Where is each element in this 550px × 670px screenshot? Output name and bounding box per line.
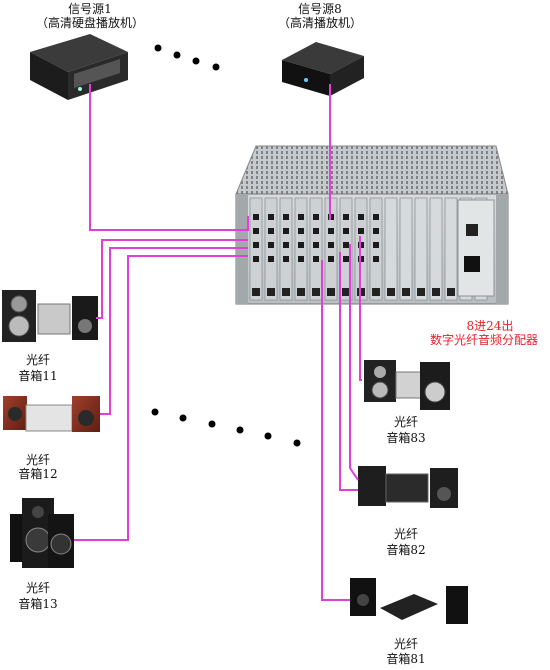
speaker-set-icon [364, 360, 450, 410]
slot-latch [267, 288, 275, 296]
optical-port [313, 242, 319, 248]
speaker-12-line2: 音箱12 [18, 467, 58, 481]
power-module [457, 199, 495, 297]
speaker-12-line1: 光纤 [25, 453, 50, 467]
speaker-set-icon [2, 290, 98, 342]
optical-port [313, 256, 319, 262]
power-switch [466, 224, 478, 236]
optical-port [268, 242, 274, 248]
source-1-name: 信号源1 [68, 2, 112, 16]
module-slot [369, 197, 383, 301]
player-8-icon [282, 42, 364, 96]
optical-cable [359, 236, 362, 381]
distributor-title-line1: 8进24出 [466, 319, 514, 333]
optical-port [313, 228, 319, 234]
speaker-81-line1: 光纤 [393, 637, 418, 651]
optical-cable [74, 255, 248, 541]
optical-cable [321, 260, 350, 601]
optical-port [283, 242, 289, 248]
optical-port [298, 256, 304, 262]
optical-port [268, 228, 274, 234]
speaker-13-line1: 光纤 [25, 581, 50, 595]
slot-latch [432, 288, 440, 296]
source-8-name: 信号源8 [298, 2, 342, 16]
module-slot [399, 197, 413, 301]
module-slot [444, 197, 458, 301]
optical-port [343, 256, 349, 262]
slot-latch [282, 288, 290, 296]
speaker-82-line1: 光纤 [393, 527, 418, 541]
speaker-set-icon [10, 498, 74, 568]
speaker-82-line2: 音箱82 [386, 543, 426, 557]
module-slot [294, 197, 308, 301]
speaker-83-line1: 光纤 [393, 415, 418, 429]
speaker-set-icon [3, 396, 100, 432]
optical-port [298, 242, 304, 248]
module-slot [279, 197, 293, 301]
speaker-81-line2: 音箱81 [386, 652, 426, 666]
slot-latch [447, 288, 455, 296]
optical-port [268, 256, 274, 262]
module-slot [429, 197, 443, 301]
source-8-desc: （高清播放机） [277, 16, 362, 30]
optical-port [253, 214, 259, 220]
module-slot [414, 197, 428, 301]
slot-latch [312, 288, 320, 296]
slot-latch [297, 288, 305, 296]
slot-latch [387, 288, 395, 296]
optical-port [343, 214, 349, 220]
speaker-83-line2: 音箱83 [386, 431, 426, 445]
distributor-title-line2: 数字光纤音频分配器 [429, 333, 538, 347]
optical-port [298, 228, 304, 234]
optical-cable [100, 247, 248, 415]
speaker-13-line2: 音箱13 [18, 597, 58, 611]
optical-cable [349, 244, 359, 481]
power-socket [464, 256, 480, 272]
player-1-icon [30, 34, 128, 100]
speaker-set-icon [350, 578, 468, 624]
slot-latch [402, 288, 410, 296]
optical-port [358, 214, 364, 220]
optical-port [358, 228, 364, 234]
optical-port [373, 242, 379, 248]
optical-port [328, 256, 334, 262]
slot-latch [252, 288, 260, 296]
optical-port [253, 228, 259, 234]
ellipsis-dots-icon [151, 408, 301, 447]
optical-port [343, 242, 349, 248]
module-slot [384, 197, 398, 301]
optical-cable [96, 239, 248, 319]
optical-port [373, 228, 379, 234]
optical-port [253, 256, 259, 262]
optical-port [328, 228, 334, 234]
speaker-11-line2: 音箱11 [18, 369, 58, 383]
module-slot [309, 197, 323, 301]
module-slot [249, 197, 263, 301]
slot-latch [342, 288, 350, 296]
optical-port [283, 228, 289, 234]
optical-port [283, 214, 289, 220]
optical-port [313, 214, 319, 220]
optical-cable [339, 252, 358, 491]
optical-port [253, 242, 259, 248]
ellipsis-dots-icon [154, 44, 220, 71]
optical-port [283, 256, 289, 262]
slot-latch [372, 288, 380, 296]
optical-port [343, 228, 349, 234]
speaker-11-line1: 光纤 [25, 353, 50, 367]
optical-port [268, 214, 274, 220]
optical-cable [89, 84, 249, 231]
source-1-desc: （高清硬盘播放机） [35, 16, 144, 30]
optical-port [373, 256, 379, 262]
optical-port [328, 242, 334, 248]
module-slot [264, 197, 278, 301]
optical-port [373, 214, 379, 220]
slot-latch [327, 288, 335, 296]
optical-port [298, 214, 304, 220]
slot-latch [417, 288, 425, 296]
speaker-set-icon [358, 466, 458, 508]
